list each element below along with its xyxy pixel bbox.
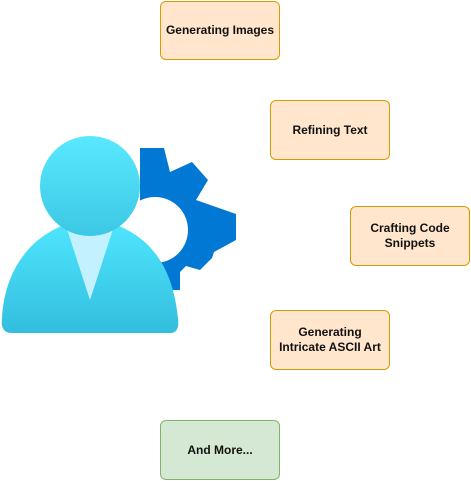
box-label: Crafting Code Snippets [370,221,450,250]
and-more-box: And More... [160,420,280,480]
generating-ascii-art-box: Generating Intricate ASCII Art [270,310,390,370]
box-label: Refining Text [292,122,368,137]
box-label: Generating Images [165,23,275,37]
box-label: Generating Intricate ASCII Art [279,325,381,354]
box-label: And More... [187,442,253,457]
user-icon [1,136,179,333]
crafting-code-snippets-box: Crafting Code Snippets [350,206,470,266]
refining-text-box: Refining Text [270,100,390,160]
user-settings-figure [1,136,236,333]
generating-images-box: Generating Images [160,1,280,60]
